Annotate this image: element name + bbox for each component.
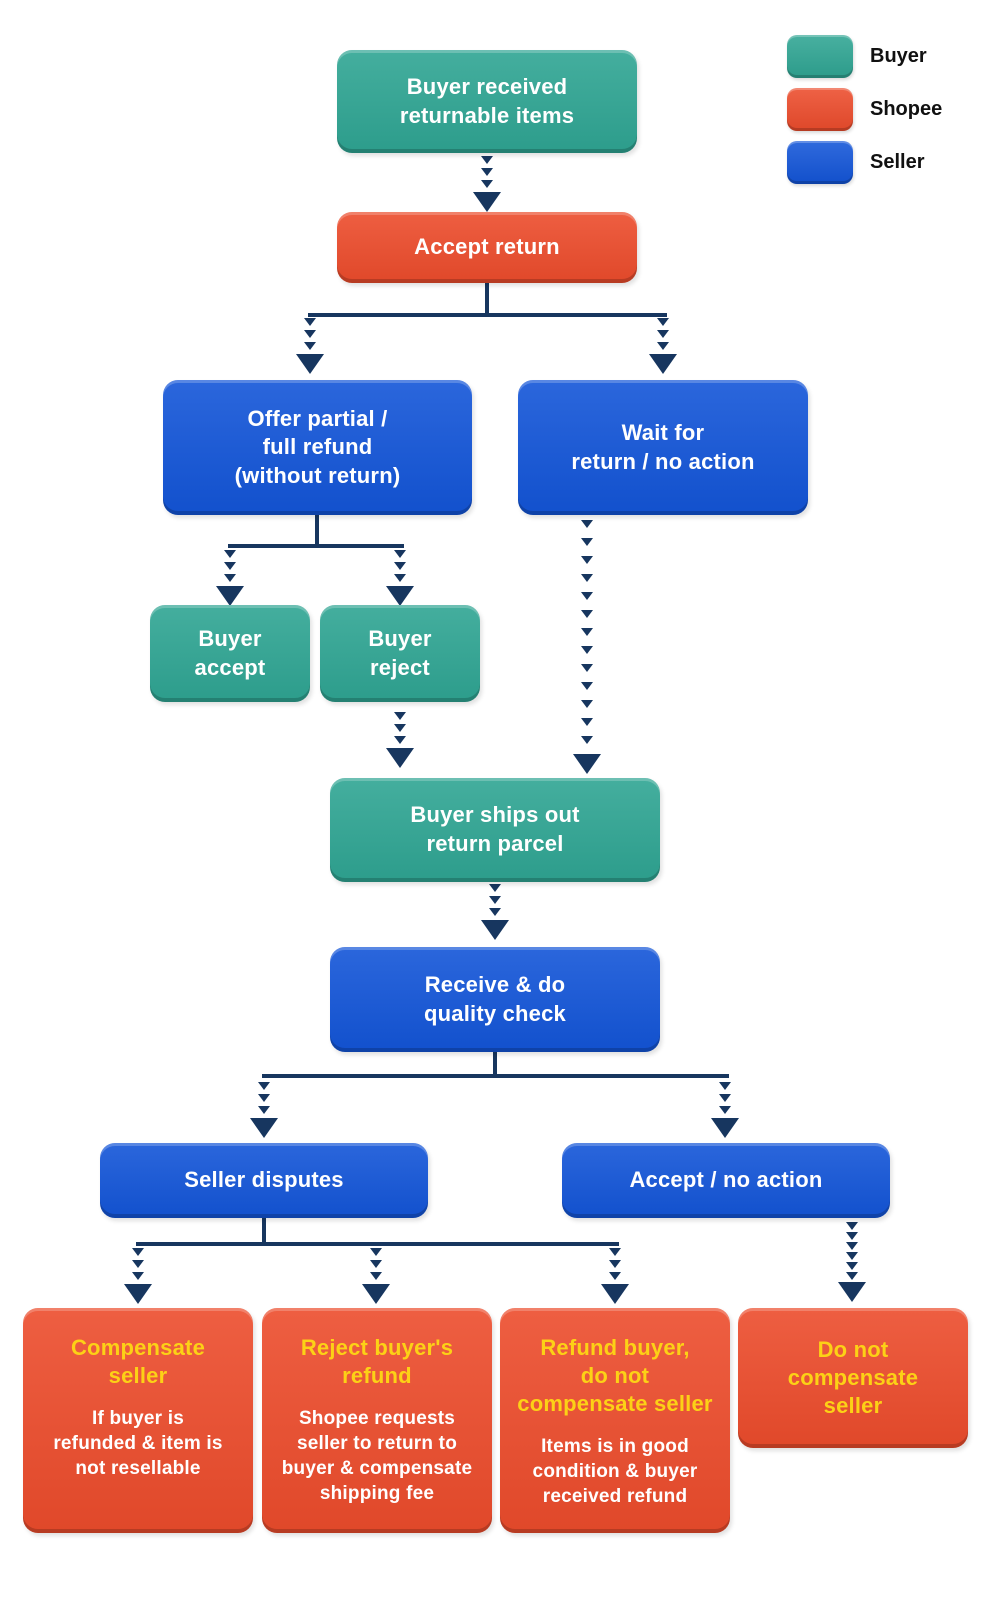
legend-row-seller: Seller [787,141,942,184]
result-title: Reject buyer's refund [300,1335,454,1388]
arrow-reject-to-ships-out [386,712,414,768]
arrow-to-buyer-reject [386,550,414,606]
arrow-to-wait-return [649,318,677,374]
arrow-received-to-accept [473,156,501,212]
result-body: Shopee requests seller to return to buye… [281,1407,473,1505]
arrow-to-accept-no-action [711,1082,739,1138]
connector-branch-offer-refund [228,544,404,548]
node-buyer-reject: Buyer reject [320,605,480,702]
arrow-to-refund-buyer [601,1248,629,1304]
arrow-to-no-compensate [838,1222,866,1302]
arrow-ships-to-quality-check [481,884,509,940]
node-reject-refund: Reject buyer's refund Shopee requests se… [262,1308,492,1533]
node-seller-disputes: Seller disputes [100,1143,428,1218]
connector-stem-quality-check [493,1051,497,1078]
legend-row-buyer: Buyer [787,35,942,78]
legend-swatch-seller [787,141,853,184]
arrow-to-compensate-seller [124,1248,152,1304]
legend-swatch-buyer [787,35,853,78]
node-accept-no-action: Accept / no action [562,1143,890,1218]
result-title: Do not compensate seller [787,1337,919,1418]
node-wait-return: Wait for return / no action [518,380,808,515]
node-offer-refund: Offer partial / full refund (without ret… [163,380,472,515]
node-refund-buyer: Refund buyer, do not compensate seller I… [500,1308,730,1533]
connector-stem-accept-return [485,282,489,317]
legend-label-buyer: Buyer [870,45,927,67]
connector-stem-offer-refund [315,514,319,548]
arrow-to-reject-refund [362,1248,390,1304]
legend-swatch-shopee [787,88,853,131]
node-compensate-seller: Compensate seller If buyer is refunded &… [23,1308,253,1533]
node-accept-return: Accept return [337,212,637,283]
node-no-compensate: Do not compensate seller [738,1308,968,1448]
connector-stem-seller-disputes [262,1217,266,1246]
node-buyer-received: Buyer received returnable items [337,50,637,153]
legend: Buyer Shopee Seller [787,35,942,184]
arrow-wait-to-ships-out [573,520,601,774]
result-title: Compensate seller [70,1335,206,1388]
result-body: If buyer is refunded & item is not resel… [53,1407,223,1480]
arrow-to-seller-disputes [250,1082,278,1138]
connector-branch-accept-return [308,313,667,317]
node-ships-out: Buyer ships out return parcel [330,778,660,882]
arrow-to-offer-refund [296,318,324,374]
legend-label-seller: Seller [870,151,925,173]
connector-branch-seller-disputes [136,1242,619,1246]
node-buyer-accept: Buyer accept [150,605,310,702]
result-body: Items is in good condition & buyer recei… [532,1435,698,1507]
connector-branch-quality-check [262,1074,729,1078]
arrow-to-buyer-accept [216,550,244,606]
node-quality-check: Receive & do quality check [330,947,660,1052]
result-title: Refund buyer, do not compensate seller [517,1335,713,1416]
legend-label-shopee: Shopee [870,98,943,120]
legend-row-shopee: Shopee [787,88,942,131]
